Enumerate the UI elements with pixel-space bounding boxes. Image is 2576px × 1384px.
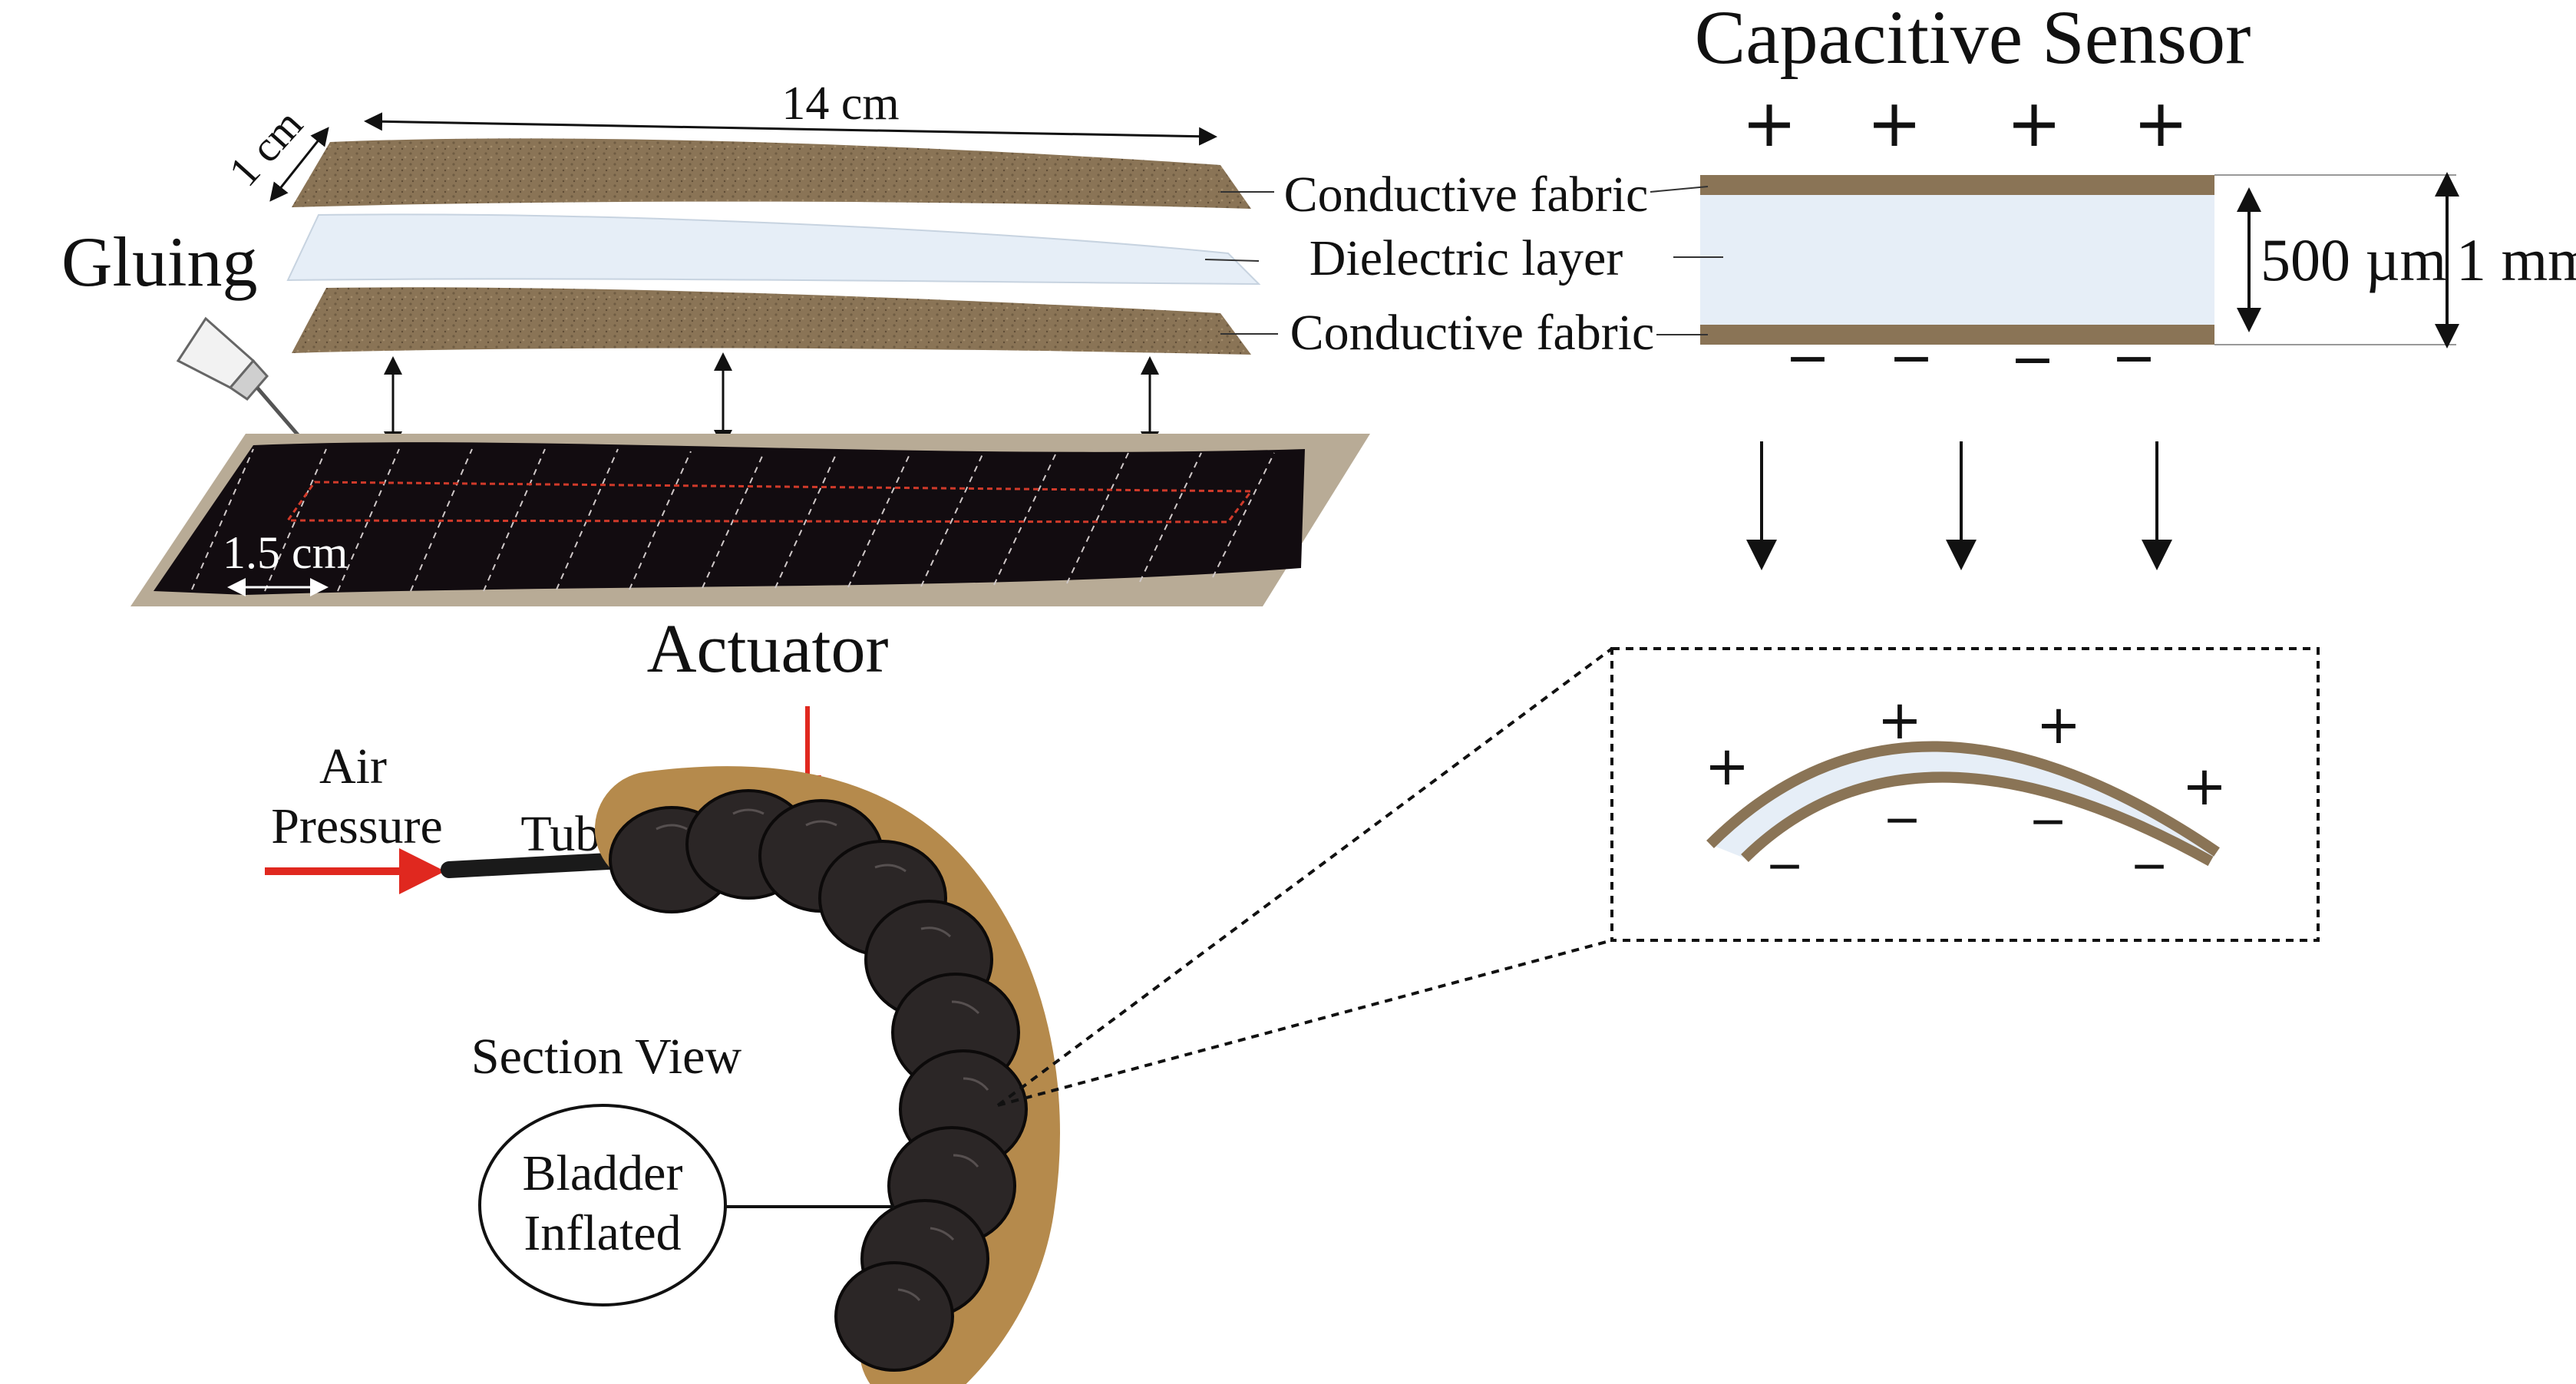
bent-sensor-zoom-box xyxy=(1610,647,2320,942)
dimension-guides xyxy=(2214,174,2456,345)
conductive-fabric-strip-top xyxy=(292,138,1251,209)
bent-sensor-minus-signs: − − − − xyxy=(1765,793,2168,893)
air-pressure-label-line2: Pressure xyxy=(271,798,443,854)
section-view-label: Section View xyxy=(471,1029,742,1085)
minus-sign: − xyxy=(2010,328,2056,391)
deformation-arrows xyxy=(1746,441,2172,570)
minus-sign: − xyxy=(2112,326,2157,389)
minus-sign: − xyxy=(1889,326,1934,389)
seam-lines xyxy=(191,448,1275,592)
plus-sign: + xyxy=(1705,735,1750,798)
length-label: 14 cm xyxy=(781,78,899,130)
zoom-lines xyxy=(996,647,1613,1107)
actuator-title: Actuator xyxy=(647,611,889,687)
sheet-width-dimension: 1.5 cm xyxy=(223,527,348,596)
plus-sign: + xyxy=(2182,755,2228,818)
bladder-label-line2: Inflated xyxy=(523,1205,681,1261)
sensor-conductive-top xyxy=(1700,175,2214,195)
gluing-label: Gluing xyxy=(61,223,258,301)
plus-sign: + xyxy=(2006,85,2062,162)
minus-sign: − xyxy=(2029,794,2067,848)
bent-actuator xyxy=(595,766,1060,1384)
sensor-title: Capacitive Sensor xyxy=(1695,0,2251,80)
width-label: 1 cm xyxy=(220,101,312,196)
conductive-fabric-top-label: Conductive fabric xyxy=(1284,167,1649,223)
sensor-plus-signs: + + + + xyxy=(1742,85,2188,162)
plus-sign: + xyxy=(1867,85,1922,162)
assembly-arrows xyxy=(384,352,1159,450)
plus-sign: + xyxy=(2133,85,2188,162)
glue-tube-icon xyxy=(176,316,307,445)
sensor-leader-lines xyxy=(1650,186,1723,335)
bladder-label-line1: Bladder xyxy=(523,1145,683,1201)
bent-sensor-plus-signs: + + + + xyxy=(1705,689,2228,818)
dielectric-layer-label: Dielectric layer xyxy=(1309,230,1623,286)
dielectric-strip xyxy=(286,213,1261,286)
minus-sign: − xyxy=(2130,839,2168,893)
air-pressure-label-line1: Air xyxy=(319,738,387,794)
length-dimension: 14 cm xyxy=(364,78,1217,146)
bent-sensor xyxy=(1706,741,2220,867)
actuator-fabric-sheet xyxy=(154,442,1305,595)
sensor-dielectric-layer xyxy=(1700,192,2214,326)
thickness-outer-label: 1 mm xyxy=(2456,226,2576,293)
plus-sign: + xyxy=(1742,85,1797,162)
plus-sign: + xyxy=(1878,689,1923,751)
thickness-inner-label: 500 µm xyxy=(2261,226,2446,293)
plus-sign: + xyxy=(2036,693,2082,756)
conductive-fabric-strip-bottom xyxy=(292,287,1251,355)
minus-sign: − xyxy=(1785,326,1831,389)
sensor-conductive-bottom xyxy=(1700,325,2214,345)
sheet-width-label: 1.5 cm xyxy=(223,527,348,578)
minus-sign: − xyxy=(1883,793,1921,847)
conductive-fabric-bottom-label: Conductive fabric xyxy=(1290,305,1655,361)
minus-sign: − xyxy=(1765,839,1804,893)
sensor-minus-signs: − − − − xyxy=(1785,326,2157,391)
